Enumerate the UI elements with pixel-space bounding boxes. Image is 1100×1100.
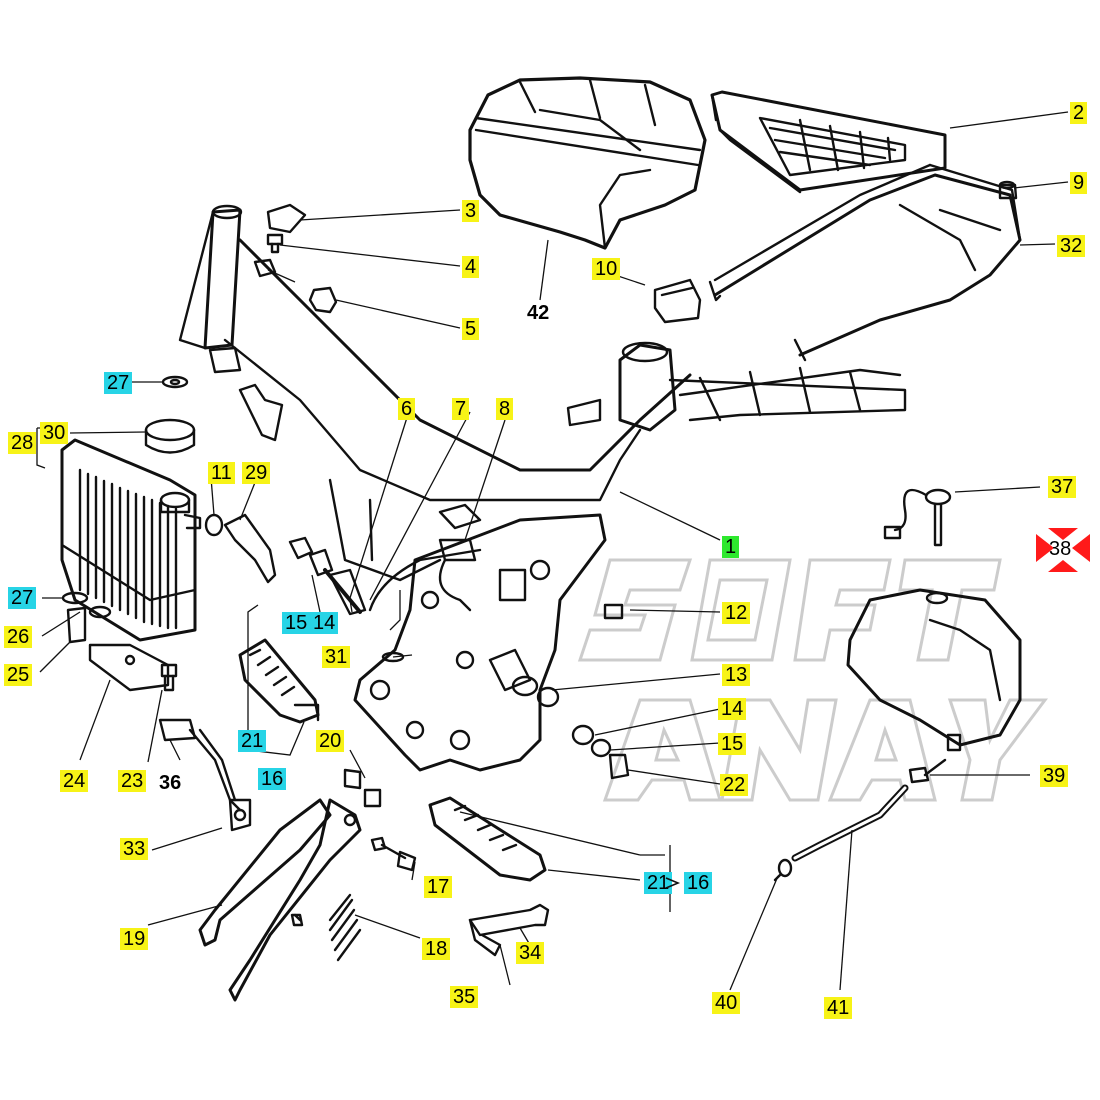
callout-16-right[interactable]: 16 xyxy=(684,872,713,894)
leader-lines xyxy=(36,111,1069,991)
callout-26[interactable]: 26 xyxy=(4,626,33,648)
bolt-23 xyxy=(160,663,178,692)
callout-2[interactable]: 2 xyxy=(1070,102,1088,124)
watermark-shapes xyxy=(577,558,1048,802)
kickstart-lever xyxy=(158,718,252,832)
callout-40[interactable]: 40 xyxy=(712,992,741,1014)
callout-31[interactable]: 31 xyxy=(322,646,351,668)
callout-8[interactable]: 8 xyxy=(496,398,514,420)
footpeg-right xyxy=(428,796,547,882)
callout-36[interactable]: 36 xyxy=(159,772,182,794)
rear-frame xyxy=(708,163,1022,362)
callout-21-right[interactable]: 21 xyxy=(644,872,673,894)
callout-37[interactable]: 37 xyxy=(1048,476,1077,498)
callout-1[interactable]: 1 xyxy=(722,536,740,558)
callout-14-right[interactable]: 14 xyxy=(718,698,747,720)
rubber-buffer-9 xyxy=(998,180,1018,200)
spacer-13 xyxy=(488,648,560,708)
cable-7 xyxy=(368,548,482,612)
washer-27-bottom xyxy=(61,591,89,605)
main-frame xyxy=(178,204,907,772)
nut-12 xyxy=(603,603,624,620)
callout-10[interactable]: 10 xyxy=(592,258,621,280)
callout-6[interactable]: 6 xyxy=(398,398,416,420)
washer-27-top xyxy=(161,375,189,389)
bushing-26-25 xyxy=(66,605,112,644)
callout-4[interactable]: 4 xyxy=(462,256,480,278)
callout-35[interactable]: 35 xyxy=(450,986,479,1008)
switch-8 xyxy=(438,503,482,612)
steering-cap-3 xyxy=(266,203,307,234)
hose-29 xyxy=(223,513,277,584)
callout-14-left[interactable]: 14 xyxy=(310,612,339,634)
selection-marker-icon xyxy=(1036,528,1090,572)
spring-18 xyxy=(290,893,362,962)
callout-9[interactable]: 9 xyxy=(1070,172,1088,194)
footpeg-left xyxy=(238,638,320,724)
top-case xyxy=(468,76,707,250)
callout-27-bottom[interactable]: 27 xyxy=(8,587,37,609)
callout-30[interactable]: 30 xyxy=(40,422,69,444)
rubber-5 xyxy=(308,286,338,314)
callout-42[interactable]: 42 xyxy=(527,302,550,324)
callout-21-left[interactable]: 21 xyxy=(238,730,267,752)
callout-3[interactable]: 3 xyxy=(462,200,480,222)
callout-34[interactable]: 34 xyxy=(516,942,545,964)
callout-22[interactable]: 22 xyxy=(720,774,749,796)
radiator-bracket-24 xyxy=(88,643,170,692)
callout-15-left[interactable]: 15 xyxy=(282,612,311,634)
nut-washer xyxy=(253,258,277,278)
callout-28[interactable]: 28 xyxy=(8,432,37,454)
callout-27-top[interactable]: 27 xyxy=(104,372,133,394)
pivot-bolt-17 xyxy=(370,836,417,872)
callout-33[interactable]: 33 xyxy=(120,838,149,860)
bushing-14-15-right xyxy=(571,724,630,780)
brake-lever xyxy=(468,903,550,957)
clip-31 xyxy=(381,651,405,663)
fuel-sender-37 xyxy=(883,488,952,547)
callout-19[interactable]: 19 xyxy=(120,928,149,950)
callout-23[interactable]: 23 xyxy=(118,770,147,792)
callout-7[interactable]: 7 xyxy=(452,398,470,420)
fuel-hose-41 xyxy=(791,784,909,862)
bushing-10 xyxy=(653,278,702,324)
pivot-bolt-14-15 xyxy=(288,536,367,616)
rear-rack xyxy=(710,90,947,194)
center-stand xyxy=(198,768,382,1002)
arrow-right-icon xyxy=(665,877,681,889)
fuel-tank xyxy=(846,588,1022,752)
callout-38[interactable]: 38 xyxy=(1049,538,1072,560)
callout-39[interactable]: 39 xyxy=(1040,765,1069,787)
callout-12[interactable]: 12 xyxy=(722,602,751,624)
screw-4 xyxy=(266,233,284,254)
radiator xyxy=(60,438,202,642)
callout-15-right[interactable]: 15 xyxy=(718,733,747,755)
callout-16-left[interactable]: 16 xyxy=(258,768,287,790)
callout-13[interactable]: 13 xyxy=(722,664,751,686)
callout-20[interactable]: 20 xyxy=(316,730,345,752)
callout-32[interactable]: 32 xyxy=(1057,235,1086,257)
callout-41[interactable]: 41 xyxy=(824,997,853,1019)
callout-18[interactable]: 18 xyxy=(422,938,451,960)
fuel-tap-39 xyxy=(908,758,947,784)
radiator-cap-30 xyxy=(144,418,196,454)
callout-29[interactable]: 29 xyxy=(242,462,271,484)
selection-marker-icon-area[interactable] xyxy=(1034,530,1090,570)
callout-25[interactable]: 25 xyxy=(4,664,33,686)
callout-24[interactable]: 24 xyxy=(60,770,89,792)
callout-17[interactable]: 17 xyxy=(424,876,453,898)
callout-5[interactable]: 5 xyxy=(462,318,480,340)
callout-11[interactable]: 11 xyxy=(208,462,235,484)
